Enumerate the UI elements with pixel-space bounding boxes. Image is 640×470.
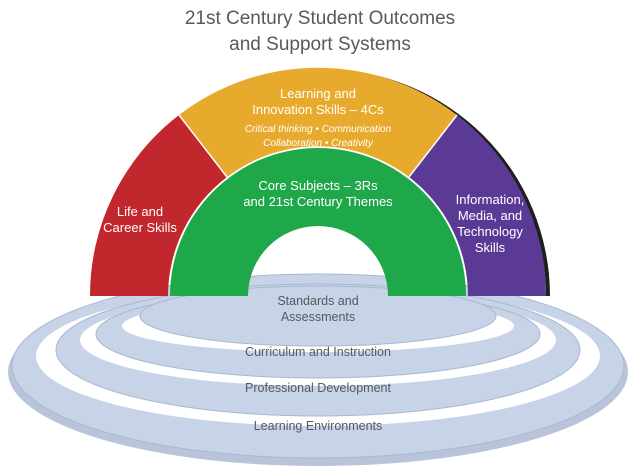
information-media-line-3: Technology (457, 224, 523, 239)
support-rings (8, 273, 628, 466)
life-career-line-2: Career Skills (103, 220, 177, 235)
information-media-line-2: Media, and (458, 208, 522, 223)
title-line-1: 21st Century Student Outcomes (185, 8, 455, 29)
learning-innovation-line-2: Innovation Skills – 4Cs (252, 102, 384, 117)
information-media-line-1: Information, (456, 192, 525, 207)
segment-learning-innovation (179, 67, 457, 177)
professional-development-label: Professional Development (245, 381, 391, 395)
ring-standards-assessments (139, 285, 497, 347)
learning-innovation-sub-1: Critical thinking • Communication (245, 124, 392, 135)
segment-information-media (409, 115, 547, 296)
learning-innovation-sub-2: Collaboration • Creativity (263, 138, 374, 149)
standards-line-2: Assessments (281, 310, 355, 324)
learning-environments-label: Learning Environments (254, 419, 383, 433)
curriculum-label: Curriculum and Instruction (245, 345, 391, 359)
standards-line-1: Standards and (277, 294, 358, 308)
separator-left (178, 114, 228, 178)
core-subjects-line-1: Core Subjects – 3Rs (258, 178, 378, 193)
learning-innovation-line-1: Learning and (280, 86, 356, 101)
segment-core-subjects (170, 148, 466, 296)
separator-right (408, 114, 458, 178)
life-career-line-1: Life and (117, 204, 163, 219)
outcome-arch (89, 67, 550, 296)
core-subjects-line-2: and 21st Century Themes (243, 194, 393, 209)
segment-life-career (89, 115, 227, 296)
title-line-2: and Support Systems (229, 34, 411, 55)
information-media-line-4: Skills (475, 240, 506, 255)
